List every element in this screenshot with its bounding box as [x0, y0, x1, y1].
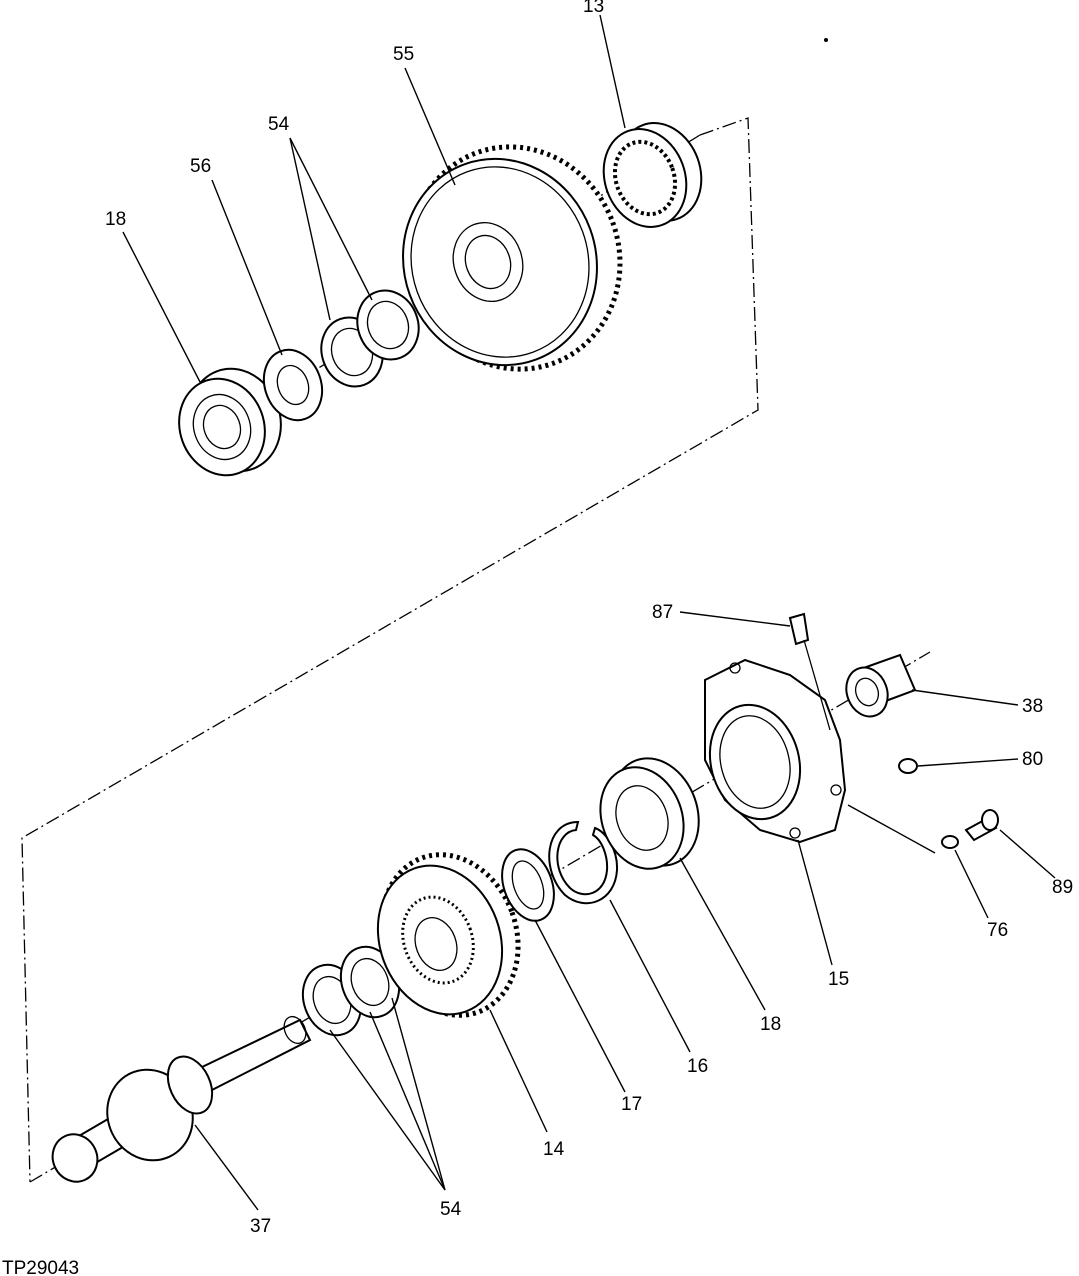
shaft-37 — [51, 1015, 312, 1183]
gear-14 — [376, 852, 521, 1018]
callout-18-top: 18 — [105, 209, 126, 230]
bearing-18-bottom — [599, 757, 700, 870]
callout-89: 89 — [1052, 877, 1073, 898]
plug-80 — [898, 758, 918, 774]
callout-37: 37 — [250, 1216, 271, 1237]
bushing-38 — [845, 653, 917, 718]
callout-38: 38 — [1022, 696, 1043, 717]
callout-16: 16 — [687, 1056, 708, 1077]
figure-code: TP29043 — [2, 1258, 79, 1276]
callout-13: 13 — [583, 0, 604, 17]
callout-54-top: 54 — [268, 114, 290, 135]
washer-17 — [501, 848, 555, 922]
grease-fitting-87 — [788, 612, 831, 731]
callout-56: 56 — [190, 156, 211, 177]
callout-80: 80 — [1022, 749, 1043, 770]
callout-17: 17 — [621, 1094, 642, 1115]
callout-76: 76 — [987, 920, 1008, 941]
callout-55: 55 — [393, 44, 414, 65]
collar-13 — [602, 122, 703, 228]
callout-87: 87 — [652, 602, 673, 623]
callout-54-bottom: 54 — [440, 1199, 462, 1220]
housing-15 — [704, 658, 847, 844]
stray-dot — [824, 38, 828, 42]
callout-14: 14 — [543, 1139, 565, 1160]
leader-lines — [122, 14, 1056, 1211]
callout-15: 15 — [828, 969, 849, 990]
gear-55 — [402, 144, 623, 372]
needle-bearing-54-top-b — [356, 289, 420, 361]
snap-ring-16 — [548, 820, 619, 905]
cap-screw-89 — [964, 809, 999, 842]
callout-18-bottom: 18 — [760, 1014, 781, 1035]
bearing-18-top — [178, 367, 282, 477]
lock-washer-76 — [941, 835, 959, 849]
